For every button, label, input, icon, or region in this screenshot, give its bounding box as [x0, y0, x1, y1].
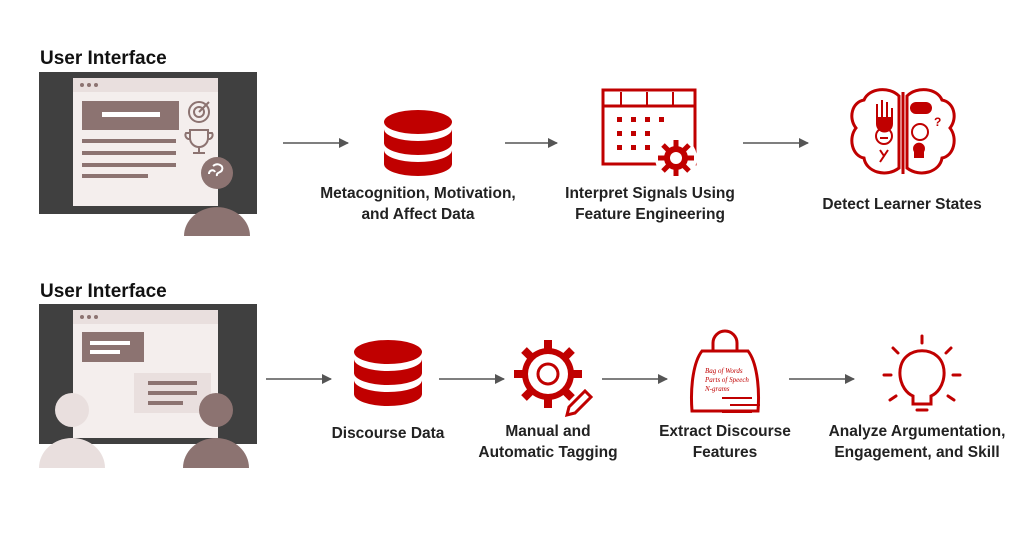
brain-icon: [850, 88, 956, 175]
step-label-line: Extract Discourse: [659, 423, 791, 440]
user-thinking-avatar: [184, 157, 250, 236]
user-avatar-right: [183, 393, 249, 468]
step-label-line: Feature Engineering: [575, 206, 725, 223]
ui-illustration-1: [39, 72, 257, 236]
section-title-1: User Interface: [40, 48, 167, 69]
database-icon-1: [384, 110, 452, 176]
section-title-2: User Interface: [40, 281, 167, 302]
database-icon-2: [354, 340, 422, 406]
step-label-analyze: Analyze Argumentation, Engagement, and S…: [812, 421, 1022, 463]
pencil-icon: [564, 388, 594, 418]
step-label-tagging: Manual and Automatic Tagging: [458, 421, 638, 463]
step-label-extract-features: Extract Discourse Features: [640, 421, 810, 463]
bag-text-1: Bag of Words: [705, 367, 743, 375]
step-label-line: Features: [692, 444, 758, 461]
svg-text:?: ?: [934, 115, 941, 129]
step-label-metacognition: Metacognition, Motivation, and Affect Da…: [298, 183, 538, 225]
step-label-line: Engagement, and Skill: [834, 444, 1000, 461]
step-label-interpret-signals: Interpret Signals Using Feature Engineer…: [540, 183, 760, 225]
step-label-line: Discourse Data: [331, 425, 445, 442]
bag-text-3: N-grams: [704, 385, 730, 393]
step-label-line: Automatic Tagging: [478, 444, 618, 461]
ui-illustration-2: [39, 304, 257, 468]
step-label-line: Interpret Signals Using: [565, 185, 735, 202]
brain-inner-icons: ?: [875, 100, 941, 163]
user-avatar-left: [39, 393, 105, 468]
step-label-line: Detect Learner States: [822, 196, 982, 213]
step-label-line: Manual and: [505, 423, 591, 440]
target-icon: [188, 101, 210, 123]
step-label-line: Analyze Argumentation,: [828, 423, 1006, 440]
step-label-discourse-data: Discourse Data: [313, 423, 463, 444]
bag-text-2: Parts of Speech: [704, 376, 749, 384]
step-label-line: Metacognition, Motivation,: [320, 185, 516, 202]
lightbulb-icon: [882, 334, 962, 412]
gear-pencil-icon: [514, 340, 594, 418]
step-label-line: and Affect Data: [361, 206, 475, 223]
trophy-icon: [184, 129, 214, 154]
step-label-detect-states: Detect Learner States: [800, 194, 1004, 215]
calendar-gear-icon: [601, 88, 697, 179]
bag-icon: Bag of Words Parts of Speech N-grams: [690, 329, 760, 413]
